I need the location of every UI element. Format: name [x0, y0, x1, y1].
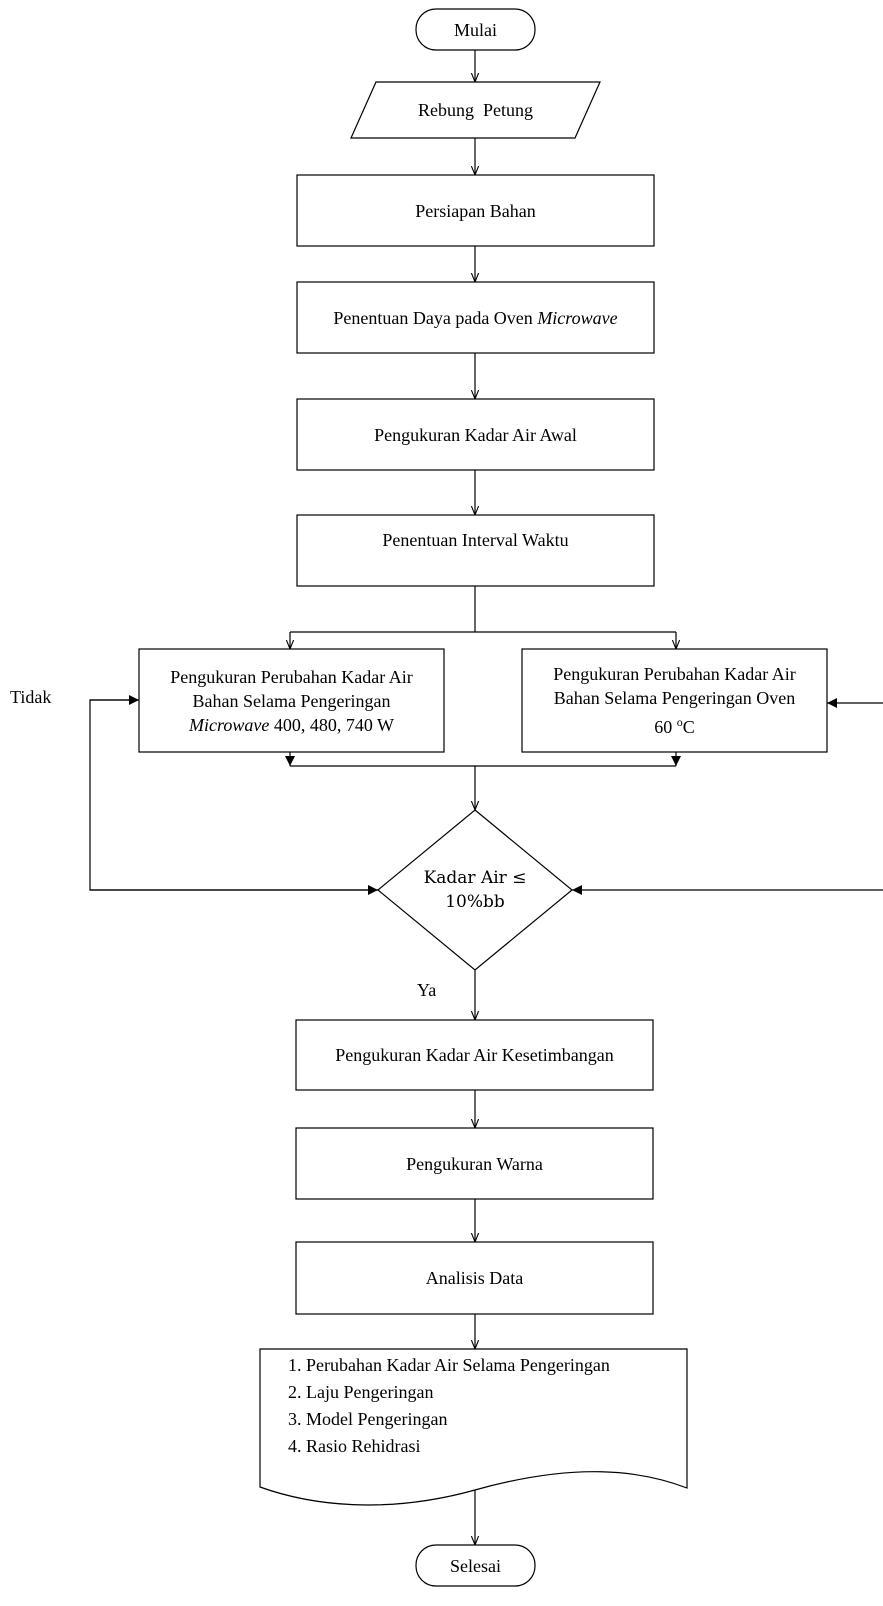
microwave-line-3: Microwave 400, 480, 740 W [189, 713, 394, 737]
end-label: Selesai [416, 1545, 535, 1586]
output-item-4: 4. Rasio Rehidrasi [288, 1436, 421, 1456]
microwave-line-3-italic: Microwave [189, 714, 270, 735]
analysis-text: Analisis Data [425, 1268, 524, 1288]
microwave-line-1: Pengukuran Perubahan Kadar Air [170, 666, 413, 687]
decision-line-2: 10%bb [445, 892, 505, 912]
color-label: Pengukuran Warna [296, 1128, 653, 1199]
power-label: Penentuan Daya pada Oven Microwave [297, 282, 654, 353]
oven-temp-value: 60 [654, 717, 677, 737]
oven-label: Pengukuran Perubahan Kadar Air Bahan Sel… [522, 649, 827, 752]
start-text: Mulai [454, 19, 497, 40]
oven-line-1: Pengukuran Perubahan Kadar Air [553, 664, 796, 684]
no-text: Tidak [10, 687, 52, 707]
input-label: Rebung Petung [351, 82, 600, 138]
yes-label: Ya [417, 978, 436, 1002]
output-item-1: 1. Perubahan Kadar Air Selama Pengeringa… [288, 1355, 610, 1375]
oven-temp-unit: C [682, 717, 695, 737]
yes-text: Ya [417, 980, 437, 1000]
prep-text: Persiapan Bahan [415, 200, 536, 221]
decision-line-1: Kadar Air ≤ [423, 868, 527, 888]
microwave-label: Pengukuran Perubahan Kadar Air Bahan Sel… [139, 649, 444, 752]
output-item-3: 3. Model Pengeringan [288, 1409, 448, 1429]
no-label: Tidak [10, 685, 51, 709]
microwave-line-3-rest: 400, 480, 740 W [269, 714, 394, 735]
initial-moisture-text: Pengukuran Kadar Air Awal [374, 424, 577, 445]
interval-text: Penentuan Interval Waktu [382, 530, 569, 550]
power-text-italic: Microwave [537, 307, 618, 328]
oven-line-3: 60 oC [654, 710, 695, 739]
interval-label: Penentuan Interval Waktu [297, 515, 654, 565]
oven-line-2: Bahan Selama Pengeringan Oven [553, 688, 796, 708]
oven-degree-sup: o [676, 715, 683, 729]
equilibrium-label: Pengukuran Kadar Air Kesetimbangan [296, 1020, 653, 1090]
output-document-shape [259, 1348, 688, 1506]
output-item-2: 2. Laju Pengeringan [288, 1382, 434, 1402]
initial-moisture-label: Pengukuran Kadar Air Awal [297, 399, 654, 470]
power-text: Penentuan Daya pada Oven Microwave [333, 306, 617, 330]
output-list: 1. Perubahan Kadar Air Selama Pengeringa… [288, 1352, 610, 1460]
equilibrium-text: Pengukuran Kadar Air Kesetimbangan [335, 1045, 614, 1065]
input-text: Rebung Petung [418, 100, 533, 120]
power-text-main: Penentuan Daya pada Oven [333, 307, 538, 328]
analysis-label: Analisis Data [296, 1242, 653, 1314]
decision-label: Kadar Air ≤ 10%bb [410, 858, 540, 922]
end-text: Selesai [450, 1555, 501, 1576]
start-label: Mulai [416, 9, 535, 50]
color-text: Pengukuran Warna [406, 1153, 543, 1174]
prep-label: Persiapan Bahan [297, 175, 654, 246]
input-parallelogram-shape [350, 81, 601, 139]
microwave-line-2: Bahan Selama Pengeringan [192, 690, 391, 711]
